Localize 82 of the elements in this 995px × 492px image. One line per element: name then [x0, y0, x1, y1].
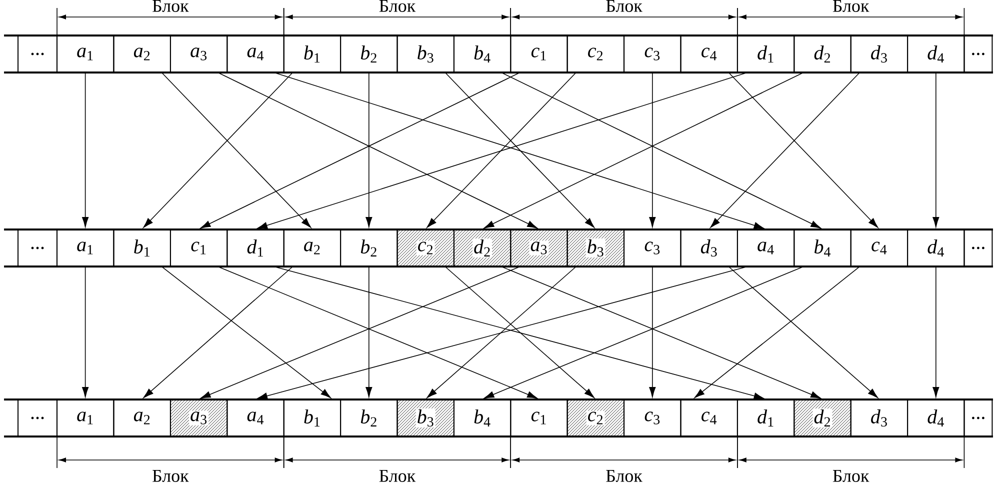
cell: d$_{2}$: [453, 229, 512, 267]
cell: d$_{3}$: [850, 35, 908, 73]
cell: a$_{2}$: [113, 35, 171, 73]
cell: d$_{2}$: [794, 399, 852, 437]
cell: c$_{3}$: [624, 399, 682, 437]
cell: d$_{1}$: [226, 229, 284, 267]
cell: c$_{4}$: [850, 229, 908, 267]
cell: a$_{4}$: [736, 229, 795, 267]
cell: b$_{2}$: [340, 229, 398, 267]
cell: d$_{3}$: [680, 229, 738, 267]
cell: a$_{1}$: [56, 399, 114, 437]
arrow: [143, 266, 293, 398]
cell: c$_{3}$: [624, 229, 682, 267]
block-label: Блок: [832, 0, 870, 12]
cell: c$_{1}$: [170, 229, 228, 267]
cell: b$_{4}$: [453, 399, 512, 437]
cell: c$_{1}$: [510, 399, 568, 437]
cell: c$_{2}$: [566, 35, 624, 73]
cell: b$_{1}$: [283, 399, 342, 437]
cell: ...: [18, 35, 58, 73]
arrow: [162, 72, 312, 228]
cell: b$_{3}$: [396, 399, 454, 437]
cell: a$_{3}$: [170, 399, 228, 437]
cell: a$_{4}$: [226, 399, 284, 437]
block-label: Блок: [832, 470, 870, 482]
block-label: Блок: [606, 0, 642, 12]
cell: b$_{1}$: [113, 229, 171, 267]
cell: a$_{2}$: [283, 229, 342, 267]
arrow: [426, 72, 576, 228]
cell: d$_{1}$: [736, 35, 795, 73]
block-label: Блок: [606, 470, 642, 482]
cell: b$_{1}$: [283, 35, 342, 73]
cell: c$_{2}$: [396, 229, 454, 267]
arrow: [649, 266, 656, 398]
cell: b$_{2}$: [340, 35, 398, 73]
cell: b$_{3}$: [566, 229, 624, 267]
cell: d$_{2}$: [794, 35, 852, 73]
cell: c$_{1}$: [510, 35, 568, 73]
cell: a$_{2}$: [113, 399, 171, 437]
cell: c$_{3}$: [624, 35, 682, 73]
cell: c$_{4}$: [680, 399, 738, 437]
arrow: [366, 72, 372, 228]
arrow: [694, 266, 860, 398]
cell: b$_{2}$: [340, 399, 398, 437]
block-label: Блок: [379, 470, 416, 482]
cell: a$_{3}$: [170, 35, 228, 73]
cell: a$_{3}$: [510, 229, 568, 267]
cell: ...: [18, 399, 58, 437]
block-label: Блок: [379, 0, 416, 12]
arrow: [82, 72, 89, 228]
arrow: [366, 266, 372, 398]
cell: ...: [964, 35, 993, 73]
cell: b$_{4}$: [794, 229, 852, 267]
cell: ...: [18, 229, 58, 267]
cell: c$_{2}$: [566, 399, 624, 437]
arrow: [728, 266, 878, 398]
arrow: [162, 266, 331, 398]
cell: ...: [964, 399, 993, 437]
cell: a$_{1}$: [56, 229, 114, 267]
arrow: [143, 72, 293, 228]
arrow: [426, 266, 576, 398]
cell: c$_{4}$: [680, 35, 738, 73]
arrow: [710, 72, 860, 228]
arrow: [445, 266, 594, 398]
cell: d$_{4}$: [907, 229, 965, 267]
cell: d$_{4}$: [907, 399, 965, 437]
cell: a$_{4}$: [226, 35, 284, 73]
cell: a$_{1}$: [56, 35, 114, 73]
cell: d$_{3}$: [850, 399, 908, 437]
block-label: Блок: [152, 470, 189, 482]
arrow: [649, 72, 656, 228]
arrow: [932, 266, 940, 398]
arrow: [82, 266, 89, 398]
arrow: [932, 72, 940, 228]
cell: d$_{4}$: [907, 35, 965, 73]
block-label: Блок: [152, 0, 189, 12]
arrow: [728, 72, 878, 228]
cell: b$_{4}$: [453, 35, 512, 73]
cell: b$_{3}$: [396, 35, 454, 73]
arrow: [445, 72, 595, 228]
cell: d$_{1}$: [736, 399, 795, 437]
cell: ...: [964, 229, 993, 267]
